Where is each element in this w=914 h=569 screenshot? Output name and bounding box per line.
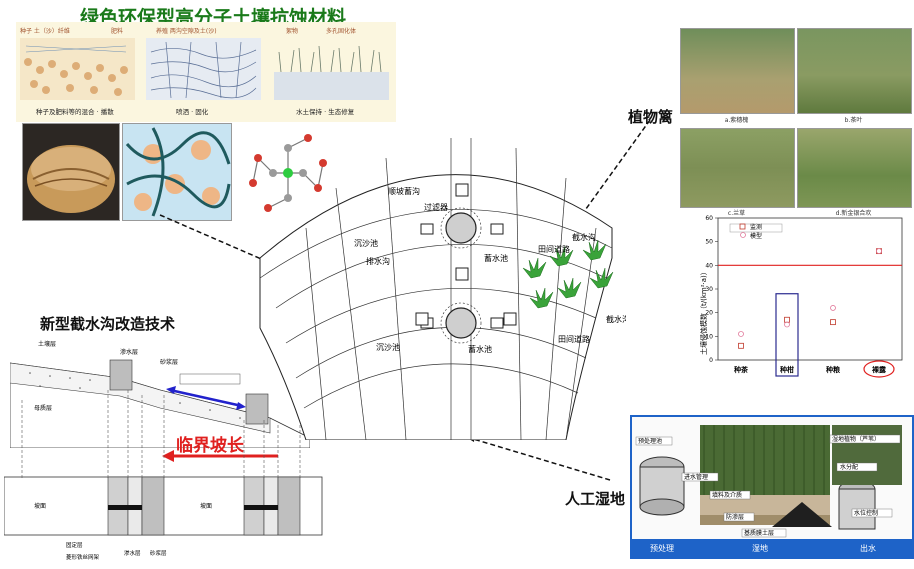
wetland-label: 基质膜土层 (744, 529, 774, 537)
y-tick-label: 50 (705, 239, 713, 246)
map-label: 沉沙池 (354, 238, 378, 248)
material-top-label: 肥料 (111, 27, 123, 35)
map-label: 排水沟 (366, 256, 390, 266)
map-label: 截水沟 (606, 314, 626, 324)
chart-legend-box (729, 223, 783, 233)
material-caption: 水土保持 · 生态修复 (296, 107, 355, 116)
highlight-box (775, 293, 799, 377)
y-tick-label: 30 (705, 286, 713, 293)
section-label: 土壤层 (38, 340, 56, 348)
map-label: 过滤器 (424, 202, 448, 212)
monitor-point (784, 316, 790, 323)
model-point (784, 321, 790, 328)
highlight-ellipse (863, 360, 895, 378)
map-label: 截水沟 (572, 232, 596, 242)
plan-label: 渗水层 (124, 549, 141, 557)
map-label: 田间道路 (558, 334, 590, 344)
wetland-bottom-label: 湿地 (752, 543, 768, 553)
y-tick-label: 40 (705, 262, 713, 269)
map-label: 蓄水池 (484, 253, 508, 263)
model-point (876, 248, 882, 255)
monitor-point (830, 319, 836, 326)
section-label: 母质层 (34, 404, 52, 412)
section-label: 砂浆层 (160, 358, 178, 366)
legend-circle-marker (740, 232, 746, 238)
x-tick-label: 种粮 (825, 365, 840, 374)
wetland-label: 进水管理 (684, 473, 708, 481)
material-diagram: 种子 土（沙）纤维 肥料 养殖 两沟空隙及土(沙) 絮物 多孔固化体 种子及肥料… (20, 27, 389, 116)
hedge-caption: b.茶叶 (844, 117, 863, 124)
wetland-title: 人工湿地 (565, 490, 626, 508)
material-caption: 喷洒 · 固化 (176, 107, 209, 116)
material-sample-photo (22, 123, 120, 221)
plan-label: 菱形铁丝网架 (66, 553, 100, 561)
section-label: 渗水层 (120, 348, 138, 356)
plant-hedge-title: 植物篱 (628, 108, 674, 126)
hedge-photo-b (797, 28, 912, 114)
plan-label: 坡面 (34, 502, 46, 510)
x-tick-label: 种柑 (779, 365, 794, 374)
plan-label: 固定层 (66, 541, 83, 549)
hedge-caption: d.新金银合欢 (835, 210, 872, 217)
y-tick-label: 10 (705, 333, 713, 340)
critical-slope-label: 临界坡长 (176, 436, 244, 456)
material-top-label: 多孔固化体 (326, 27, 356, 35)
wetland-label: 预处理池 (638, 437, 662, 445)
ditch-plan-view: 坡面 坡面 固定层 渗水层 砂浆层 菱形铁丝网架 (3, 475, 324, 565)
wetland-diagram: 预处理 湿地 出水 预处理池 进水管理 填料及介质 防渗层 湿地植物（芦苇） 水… (630, 415, 914, 559)
x-tick-label: 裸露 (872, 365, 887, 374)
critical-slope-arrow (162, 450, 278, 462)
legend-entry: 模型 (750, 232, 762, 240)
wetland-bottom-label: 预处理 (650, 543, 674, 553)
ditch-tech-title: 新型截水沟改造技术 (40, 315, 176, 333)
hedge-photo-a (680, 28, 795, 114)
y-tick-label: 60 (705, 215, 713, 222)
wetland-bottom-label: 出水 (860, 543, 876, 553)
map-label: 蓄水池 (468, 344, 492, 354)
wetland-label: 水分配 (840, 463, 858, 471)
hedge-photo-c (680, 128, 795, 208)
material-top-label: 养殖 两沟空隙及土(沙) (156, 27, 217, 35)
material-top-label: 种子 土（沙）纤维 (20, 27, 70, 35)
x-tick-label: 种茶 (733, 365, 749, 374)
map-label: 顺坡蓄沟 (388, 186, 420, 196)
erosion-chart-svg: 土壤侵蚀模数（t/(km²·a)） 监测 模型 0 10 20 30 40 50 60 种茶 种… (699, 215, 903, 378)
model-point (738, 331, 744, 337)
ditch-cross-section: 土壤层 渗水层 母质层 砂浆层 (9, 338, 311, 449)
wetland-label: 湿地植物（芦苇） (832, 435, 880, 443)
material-top-label: 絮物 (286, 27, 298, 35)
model-point (830, 305, 836, 311)
map-label: 田间道路 (538, 244, 570, 254)
chart-plot-frame (717, 217, 903, 361)
legend-entry: 监测 (750, 223, 762, 231)
erosion-chart: 土壤侵蚀模数（t/(km²·a)） 监测 模型 0 10 20 30 40 50 60 种茶 种… (688, 210, 910, 380)
y-tick-label: 0 (709, 357, 713, 364)
wetland-label: 填料及介质 (712, 491, 742, 499)
molecule-structure (238, 123, 338, 223)
wetland-label: 水位控制 (854, 509, 878, 517)
drainage-layout-map: 顺坡蓄沟 过滤器 沉沙池 排水沟 蓄水池 田间道路 截水沟 沉沙池 蓄水池 田间… (246, 128, 630, 441)
map-label: 沉沙池 (376, 342, 400, 352)
monitor-point (738, 342, 744, 349)
hedge-photo-d (797, 128, 912, 208)
hedge-caption: c.兰草 (727, 210, 746, 217)
plan-label: 砂浆层 (150, 549, 167, 557)
material-diagram-panel: 种子 土（沙）纤维 肥料 养殖 两沟空隙及土(沙) 絮物 多孔固化体 种子及肥料… (16, 22, 396, 122)
chart-ylabel: 土壤侵蚀模数（t/(km²·a)） (699, 268, 708, 355)
hedge-caption: a.紫穗槐 (724, 117, 749, 124)
legend-square-marker (739, 223, 746, 230)
y-tick-label: 20 (705, 310, 713, 317)
material-caption: 种子及肥料等的混合 · 播散 (36, 107, 114, 116)
wetland-label: 防渗层 (726, 513, 744, 521)
plan-label: 坡面 (200, 502, 212, 510)
polymer-network-photo (122, 123, 232, 221)
